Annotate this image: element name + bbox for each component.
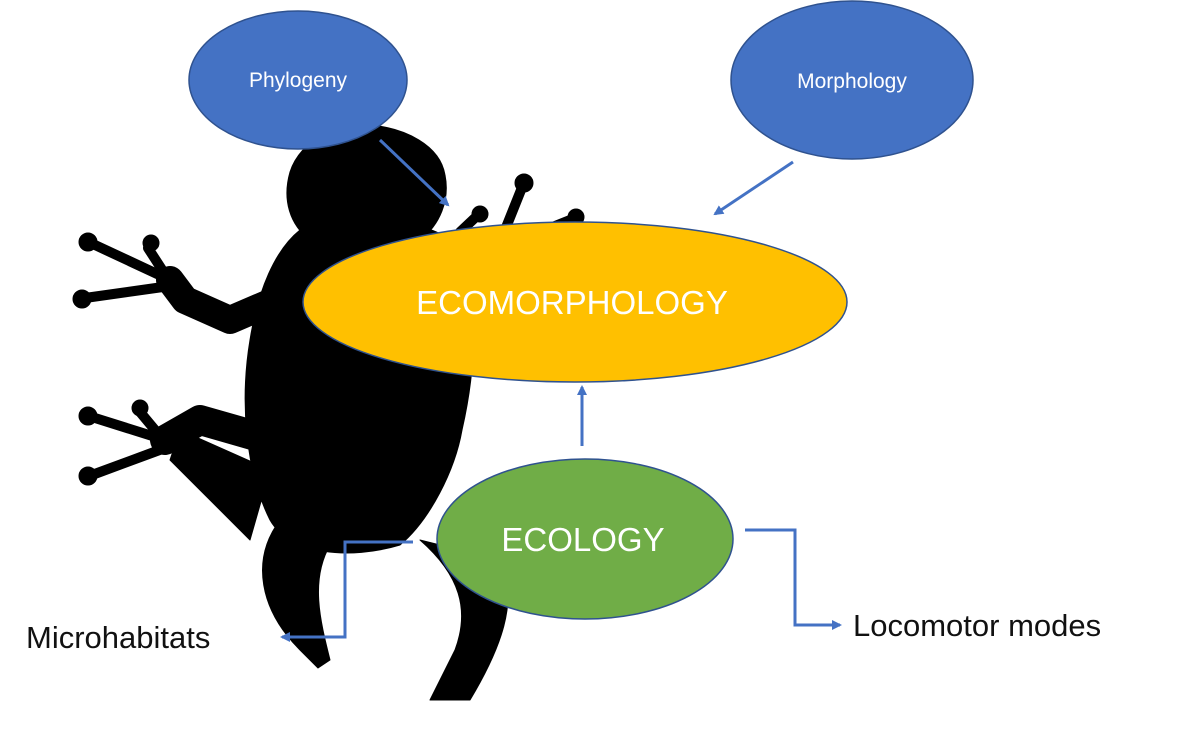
phylogeny-ellipse xyxy=(188,10,408,150)
arrow-ecology-to-locomotor-modes xyxy=(745,528,842,630)
locomotor-modes-label: Locomotor modes xyxy=(853,608,1101,643)
morphology-ellipse xyxy=(730,0,974,160)
ecology-label: ECOLOGY xyxy=(501,521,664,558)
arrow-morphology-to-ecomorphology xyxy=(713,160,794,216)
ecology-node: ECOLOGY xyxy=(436,458,734,620)
ecology-ellipse xyxy=(436,458,734,620)
morphology-node: Morphology xyxy=(730,0,974,160)
ecomorphology-node: ECOMORPHOLOGY xyxy=(302,221,848,383)
arrow-ecology-to-microhabitats xyxy=(280,540,413,642)
arrow-phylogeny-to-ecomorphology xyxy=(378,138,450,207)
arrows xyxy=(280,138,842,642)
ecomorphology-ellipse xyxy=(302,221,848,383)
phylogeny-label: Phylogeny xyxy=(249,69,348,92)
frog-silhouette-icon xyxy=(72,123,585,701)
microhabitats-label: Microhabitats xyxy=(26,620,210,655)
phylogeny-node: Phylogeny xyxy=(188,10,408,150)
ecomorphology-label: ECOMORPHOLOGY xyxy=(416,284,728,321)
morphology-label: Morphology xyxy=(797,70,907,93)
